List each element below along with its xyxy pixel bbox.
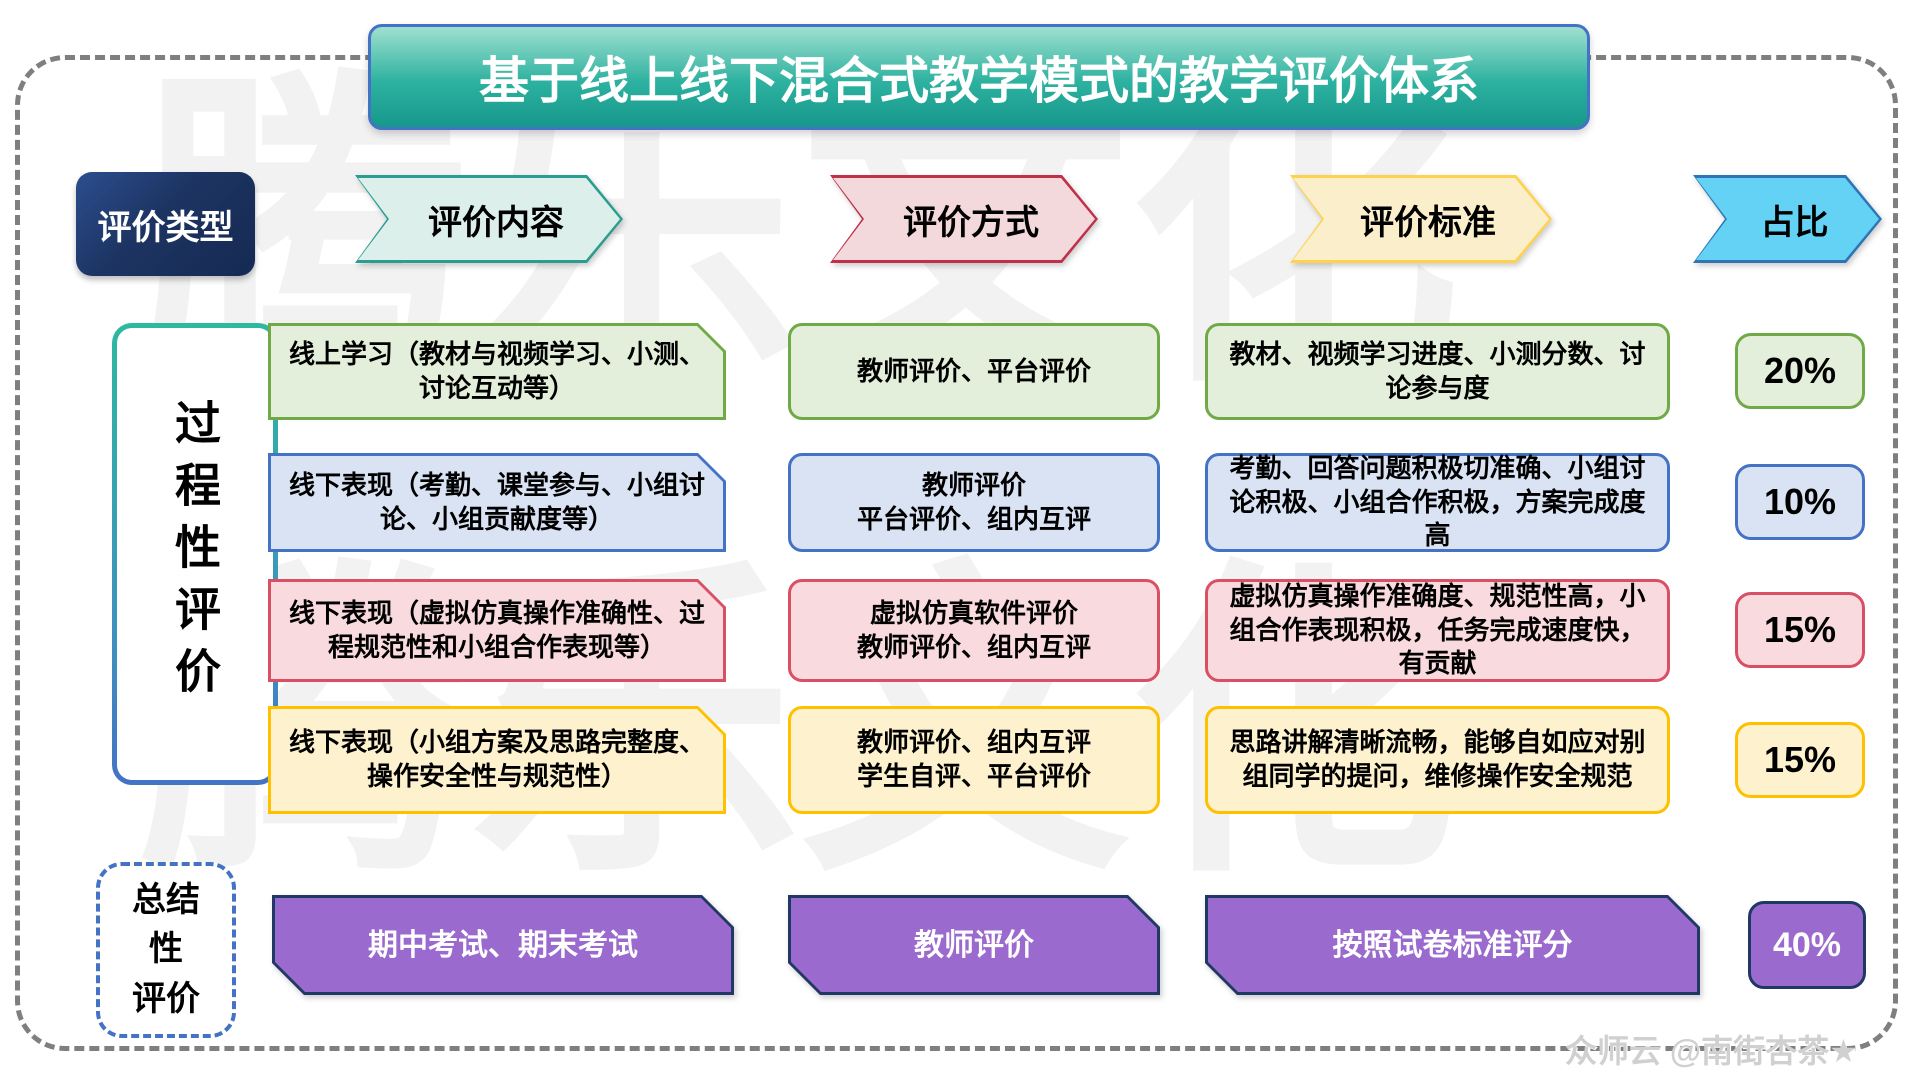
row1-method: 教师评价、平台评价 [856,355,1091,386]
process-evaluation-label: 过程性评价 [169,399,221,709]
header-evaluation-type: 评价类型 [76,172,255,276]
header-evaluation-content-label: 评价内容 [428,203,564,242]
box-fill [271,456,723,549]
watermark-credit: 众师云 @南街杏茶★ [1565,1033,1858,1069]
row4-content: 线下表现（小组方案及思路完整度、操作安全性与规范性） [288,727,705,791]
header-evaluation-content-arrow: 评价内容 [355,175,623,263]
box-fill [1208,898,1697,992]
summative-content: 期中考试、期末考试 [368,928,638,962]
row1-method-box: 教师评价、平台评价 [788,323,1160,420]
box-fill [791,898,1157,992]
header-evaluation-standard-arrow: 评价标准 [1290,175,1552,263]
row1-ratio-box: 20% [1735,333,1865,409]
row4-content-box: 线下表现（小组方案及思路完整度、操作安全性与规范性） [268,706,726,814]
summative-evaluation-group: 总结 性 评价 [96,862,236,1038]
summative-label-line2: 性 [149,930,183,969]
row3-method-box: 虚拟仿真软件评价 教师评价、组内互评 [788,579,1160,682]
row4-ratio-box: 15% [1735,722,1865,798]
row3-content: 线下表现（虚拟仿真操作准确性、过程规范性和小组合作表现等） [288,597,705,662]
row3-method: 虚拟仿真软件评价 教师评价、组内互评 [856,597,1091,662]
row2-method-box: 教师评价 平台评价、组内互评 [788,453,1160,552]
summative-ratio-box: 40% [1748,901,1866,989]
row3-standard-box: 虚拟仿真操作准确度、规范性高，小组合作表现积极，任务完成速度快，有贡献 [1205,579,1670,682]
row2-standard: 考勤、回答问题积极切准确、小组讨论积极、小组合作积极，方案完成度高 [1229,452,1646,551]
summative-standard-box: 按照试卷标准评分 [1205,895,1700,995]
row4-standard-box: 思路讲解清晰流畅，能够自如应对别组同学的提问，维修操作安全规范 [1205,706,1670,814]
process-evaluation-group: 过程性评价 [112,323,278,785]
row2-content: 线下表现（考勤、课堂参与、小组讨论、小组贡献度等） [288,469,705,534]
arrow-fill [358,178,620,260]
header-evaluation-method-arrow: 评价方式 [830,175,1098,263]
row1-standard: 教材、视频学习进度、小测分数、讨论参与度 [1229,338,1646,403]
summative-label-line1: 总结 [132,881,200,920]
arrow-fill [833,178,1095,260]
box-fill [271,709,723,811]
box-fill [271,326,723,417]
header-evaluation-standard-label: 评价标准 [1360,203,1496,242]
row3-ratio-box: 15% [1735,592,1865,668]
process-evaluation-inner: 过程性评价 [117,328,273,780]
row3-content-box: 线下表现（虚拟仿真操作准确性、过程规范性和小组合作表现等） [268,579,726,682]
row4-method-box: 教师评价、组内互评 学生自评、平台评价 [788,706,1160,814]
row1-content-box: 线上学习（教材与视频学习、小测、讨论互动等） [268,323,726,420]
summative-standard: 按照试卷标准评分 [1332,928,1573,962]
header-evaluation-method-label: 评价方式 [903,203,1039,242]
row4-method: 教师评价、组内互评 学生自评、平台评价 [856,727,1091,791]
row2-ratio-box: 10% [1735,464,1865,540]
row2-method: 教师评价 平台评价、组内互评 [856,469,1091,534]
summative-label-line3: 评价 [132,979,200,1018]
box-fill [271,582,723,679]
row1-standard-box: 教材、视频学习进度、小测分数、讨论参与度 [1205,323,1670,420]
row4-standard: 思路讲解清晰流畅，能够自如应对别组同学的提问，维修操作安全规范 [1229,727,1646,791]
header-ratio-arrow: 占比 [1693,175,1882,263]
header-ratio-label: 占比 [1760,203,1829,242]
row2-standard-box: 考勤、回答问题积极切准确、小组讨论积极、小组合作积极，方案完成度高 [1205,453,1670,552]
row3-standard: 虚拟仿真操作准确度、规范性高，小组合作表现积极，任务完成速度快，有贡献 [1229,580,1646,679]
arrow-fill [1293,178,1549,260]
page-title: 基于线上线下混合式教学模式的教学评价体系 [368,24,1590,130]
summative-method-box: 教师评价 [788,895,1160,995]
row1-content: 线上学习（教材与视频学习、小测、讨论互动等） [288,338,705,403]
summative-content-box: 期中考试、期末考试 [272,895,734,995]
row2-content-box: 线下表现（考勤、课堂参与、小组讨论、小组贡献度等） [268,453,726,552]
box-fill [275,898,731,992]
summative-method: 教师评价 [914,928,1034,962]
